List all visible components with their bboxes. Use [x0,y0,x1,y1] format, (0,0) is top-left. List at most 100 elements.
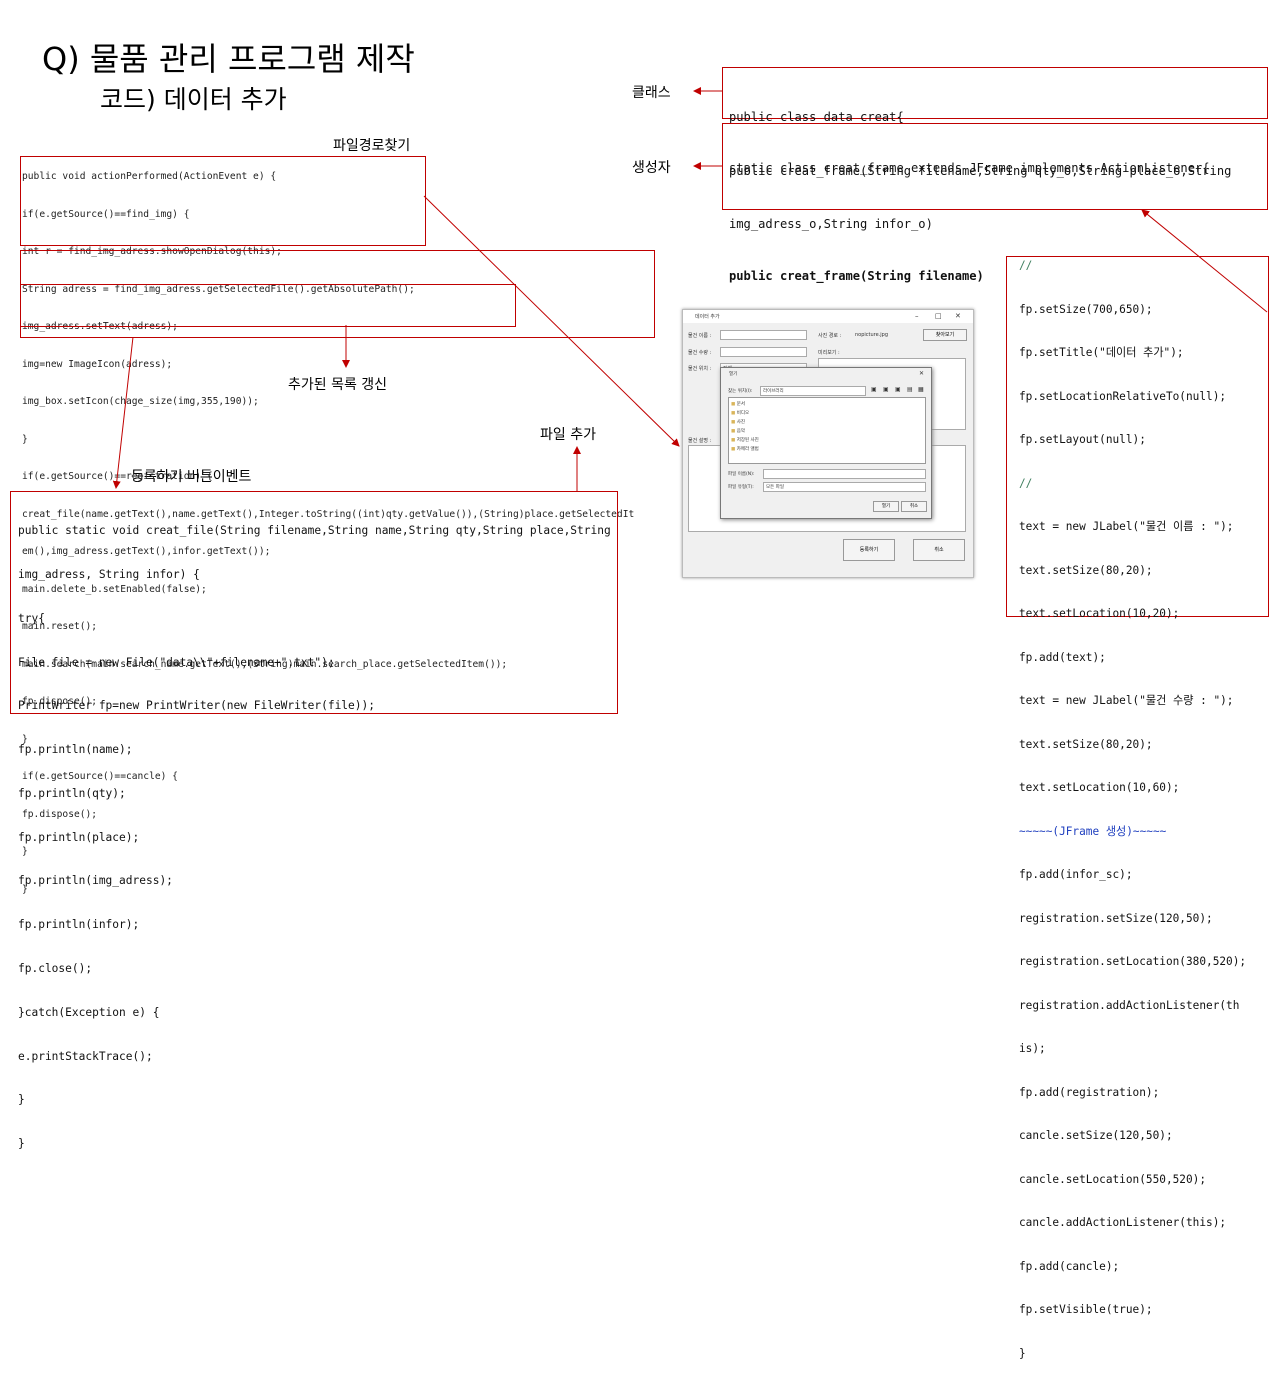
label-add-file: 파일 추가 [540,427,596,443]
code-line: text = new JLabel("물건 이름 : "); [1019,520,1234,533]
dialog-close-icon[interactable]: ✕ [919,370,925,377]
list-item[interactable]: 저장된 사진 [731,437,759,443]
code-line: main.reset(); [22,621,98,632]
list-item[interactable]: 사진 [731,419,745,425]
place-label: 물건 위치 : [688,366,712,372]
arrow-frame-to-constructor [1141,209,1268,313]
dialog-title: 열기 [729,372,738,377]
code-line: em(),img_adress.getText(),infor.getText(… [22,546,271,557]
filename-label: 파일 이름(N): [728,472,755,477]
filetype-value: 모든 파일 [766,485,784,490]
code-line: fp.setVisible(true); [1019,1303,1153,1316]
code-line: cancle.addActionListener(this); [1019,1216,1227,1229]
code-line: registration.addActionListener(th [1019,998,1240,1012]
code-line: PrintWriter fp=new PrintWriter(new FileW… [18,699,375,713]
window-titlebar: 데이터 추가 – □ ✕ [683,310,973,323]
name-input[interactable] [720,330,807,340]
list-item[interactable]: 음악 [731,428,745,434]
code-line: } [18,1093,25,1107]
code-line: fp.close(); [18,962,93,975]
minimize-icon[interactable]: – [915,312,919,320]
code-line: text = new JLabel("물건 수량 : "); [1019,694,1234,707]
window-title: 데이터 추가 [695,314,720,320]
qty-label: 물건 수량 : [688,350,712,356]
code-line: registration.setLocation(380,520); [1019,955,1247,968]
info-label: 물건 설명 : [688,438,712,444]
dialog-open-button[interactable]: 열기 [873,501,899,512]
details-view-icon[interactable]: ▦ [918,386,924,393]
box-frame-setup [1006,256,1269,617]
qty-spinner[interactable] [720,347,807,357]
code-line: fp.println(img_adress); [18,874,173,888]
file-list[interactable]: 문서 비디오 사진 음악 저장된 사진 카메라 앨범 [728,397,926,464]
code-line: fp.dispose(); [22,696,98,707]
close-icon[interactable]: ✕ [955,312,961,320]
code-line: public creat_frame(String filename) [729,269,984,283]
label-constructor: 생성자 [632,160,671,176]
code-line: e.printStackTrace(); [18,1049,153,1063]
code-line: try{ [18,611,45,625]
code-line: public creat_frame(String filename,Strin… [729,164,1232,178]
code-line: text.setLocation(10,20); [1019,607,1180,620]
code-line: cancle.setLocation(550,520); [1019,1172,1207,1186]
name-label: 물건 이름 : [688,333,712,339]
cancel-button[interactable]: 취소 [913,539,965,561]
list-item[interactable]: 문서 [731,401,745,407]
img-path-value: nopicture.jpg [855,332,889,338]
look-in-select[interactable]: 라이브러리 [760,386,866,396]
code-line: img_adress_o,String infor_o) [729,216,933,231]
code-line: fp.add(registration); [1019,1085,1160,1099]
filetype-select[interactable]: 모든 파일 [763,482,926,492]
code-line: fp.setLocationRelativeTo(null); [1019,389,1227,403]
filetype-label: 파일 유형(T): [728,485,754,490]
code-line: registration.setSize(120,50); [1019,911,1213,925]
label-class: 클래스 [632,85,671,101]
filename-input[interactable] [763,469,926,479]
maximize-icon[interactable]: □ [935,312,942,320]
box-class [722,67,1268,119]
look-in-label: 찾는 위치(I): [728,389,753,394]
code-line: fp.println(qty); [18,786,126,800]
home-icon[interactable]: ▣ [883,386,889,393]
new-folder-icon[interactable]: ▣ [895,386,901,393]
up-folder-icon[interactable]: ▣ [871,386,877,393]
arrow-find-to-dialog [423,195,680,447]
code-line: public void actionPerformed(ActionEvent … [22,171,277,182]
code-line: main.delete_b.setEnabled(false); [22,583,207,595]
img-path-label: 사진 경로 : [818,333,842,339]
box-creat-file [10,491,618,714]
box-constructor [722,123,1268,210]
code-line: fp.println(name); [18,743,133,757]
list-view-icon[interactable]: ▤ [907,386,913,393]
code-line: // [1019,476,1033,490]
code-line: if(e.getSource()==find_img) { [22,208,190,220]
code-line: int r = find_img_adress.showOpenDialog(t… [22,246,282,257]
connector-arrows [112,87,1268,491]
code-line: text.setSize(80,20); [1019,563,1153,577]
code-line: fp.setTitle("데이터 추가"); [1019,346,1184,359]
code-line: String adress = find_img_adress.getSelec… [22,283,415,295]
label-find-file-path: 파일경로찾기 [333,138,411,154]
code-line: if(e.getSource()==registration) { [22,471,213,482]
find-image-button[interactable]: 찾아보기 [923,329,967,341]
app-window-screenshot: 데이터 추가 – □ ✕ 물건 이름 : 물건 수량 : 물건 위치 : 전체 … [682,309,974,578]
label-register-event: 등록하기 버튼이벤트 [131,469,252,485]
code-line: text.setLocation(10,60); [1019,781,1180,794]
dialog-cancel-button[interactable]: 취소 [901,501,927,512]
code-line: public class data_creat{ [729,110,904,124]
code-line: cancle.setSize(120,50); [1019,1129,1173,1142]
code-line: fp.println(infor); [18,918,140,932]
label-update-list: 추가된 목록 갱신 [288,377,388,393]
code-line: fp.println(place); [18,830,140,844]
code-line: fp.setSize(700,650); [1019,302,1153,316]
code-line: img_box.setIcon(chage_size(img,355,190))… [22,396,259,407]
list-item[interactable]: 비디오 [731,410,749,416]
code-line: is); [1019,1042,1046,1055]
code-line: text.setSize(80,20); [1019,737,1153,751]
code-line: } [18,1137,25,1151]
code-line: ~~~~~(JFrame 생성)~~~~~ [1019,824,1167,838]
preview-label: 미리보기 : [818,350,840,356]
register-button[interactable]: 등록하기 [843,539,895,561]
code-line: } [22,433,28,445]
list-item[interactable]: 카메라 앨범 [731,446,759,452]
